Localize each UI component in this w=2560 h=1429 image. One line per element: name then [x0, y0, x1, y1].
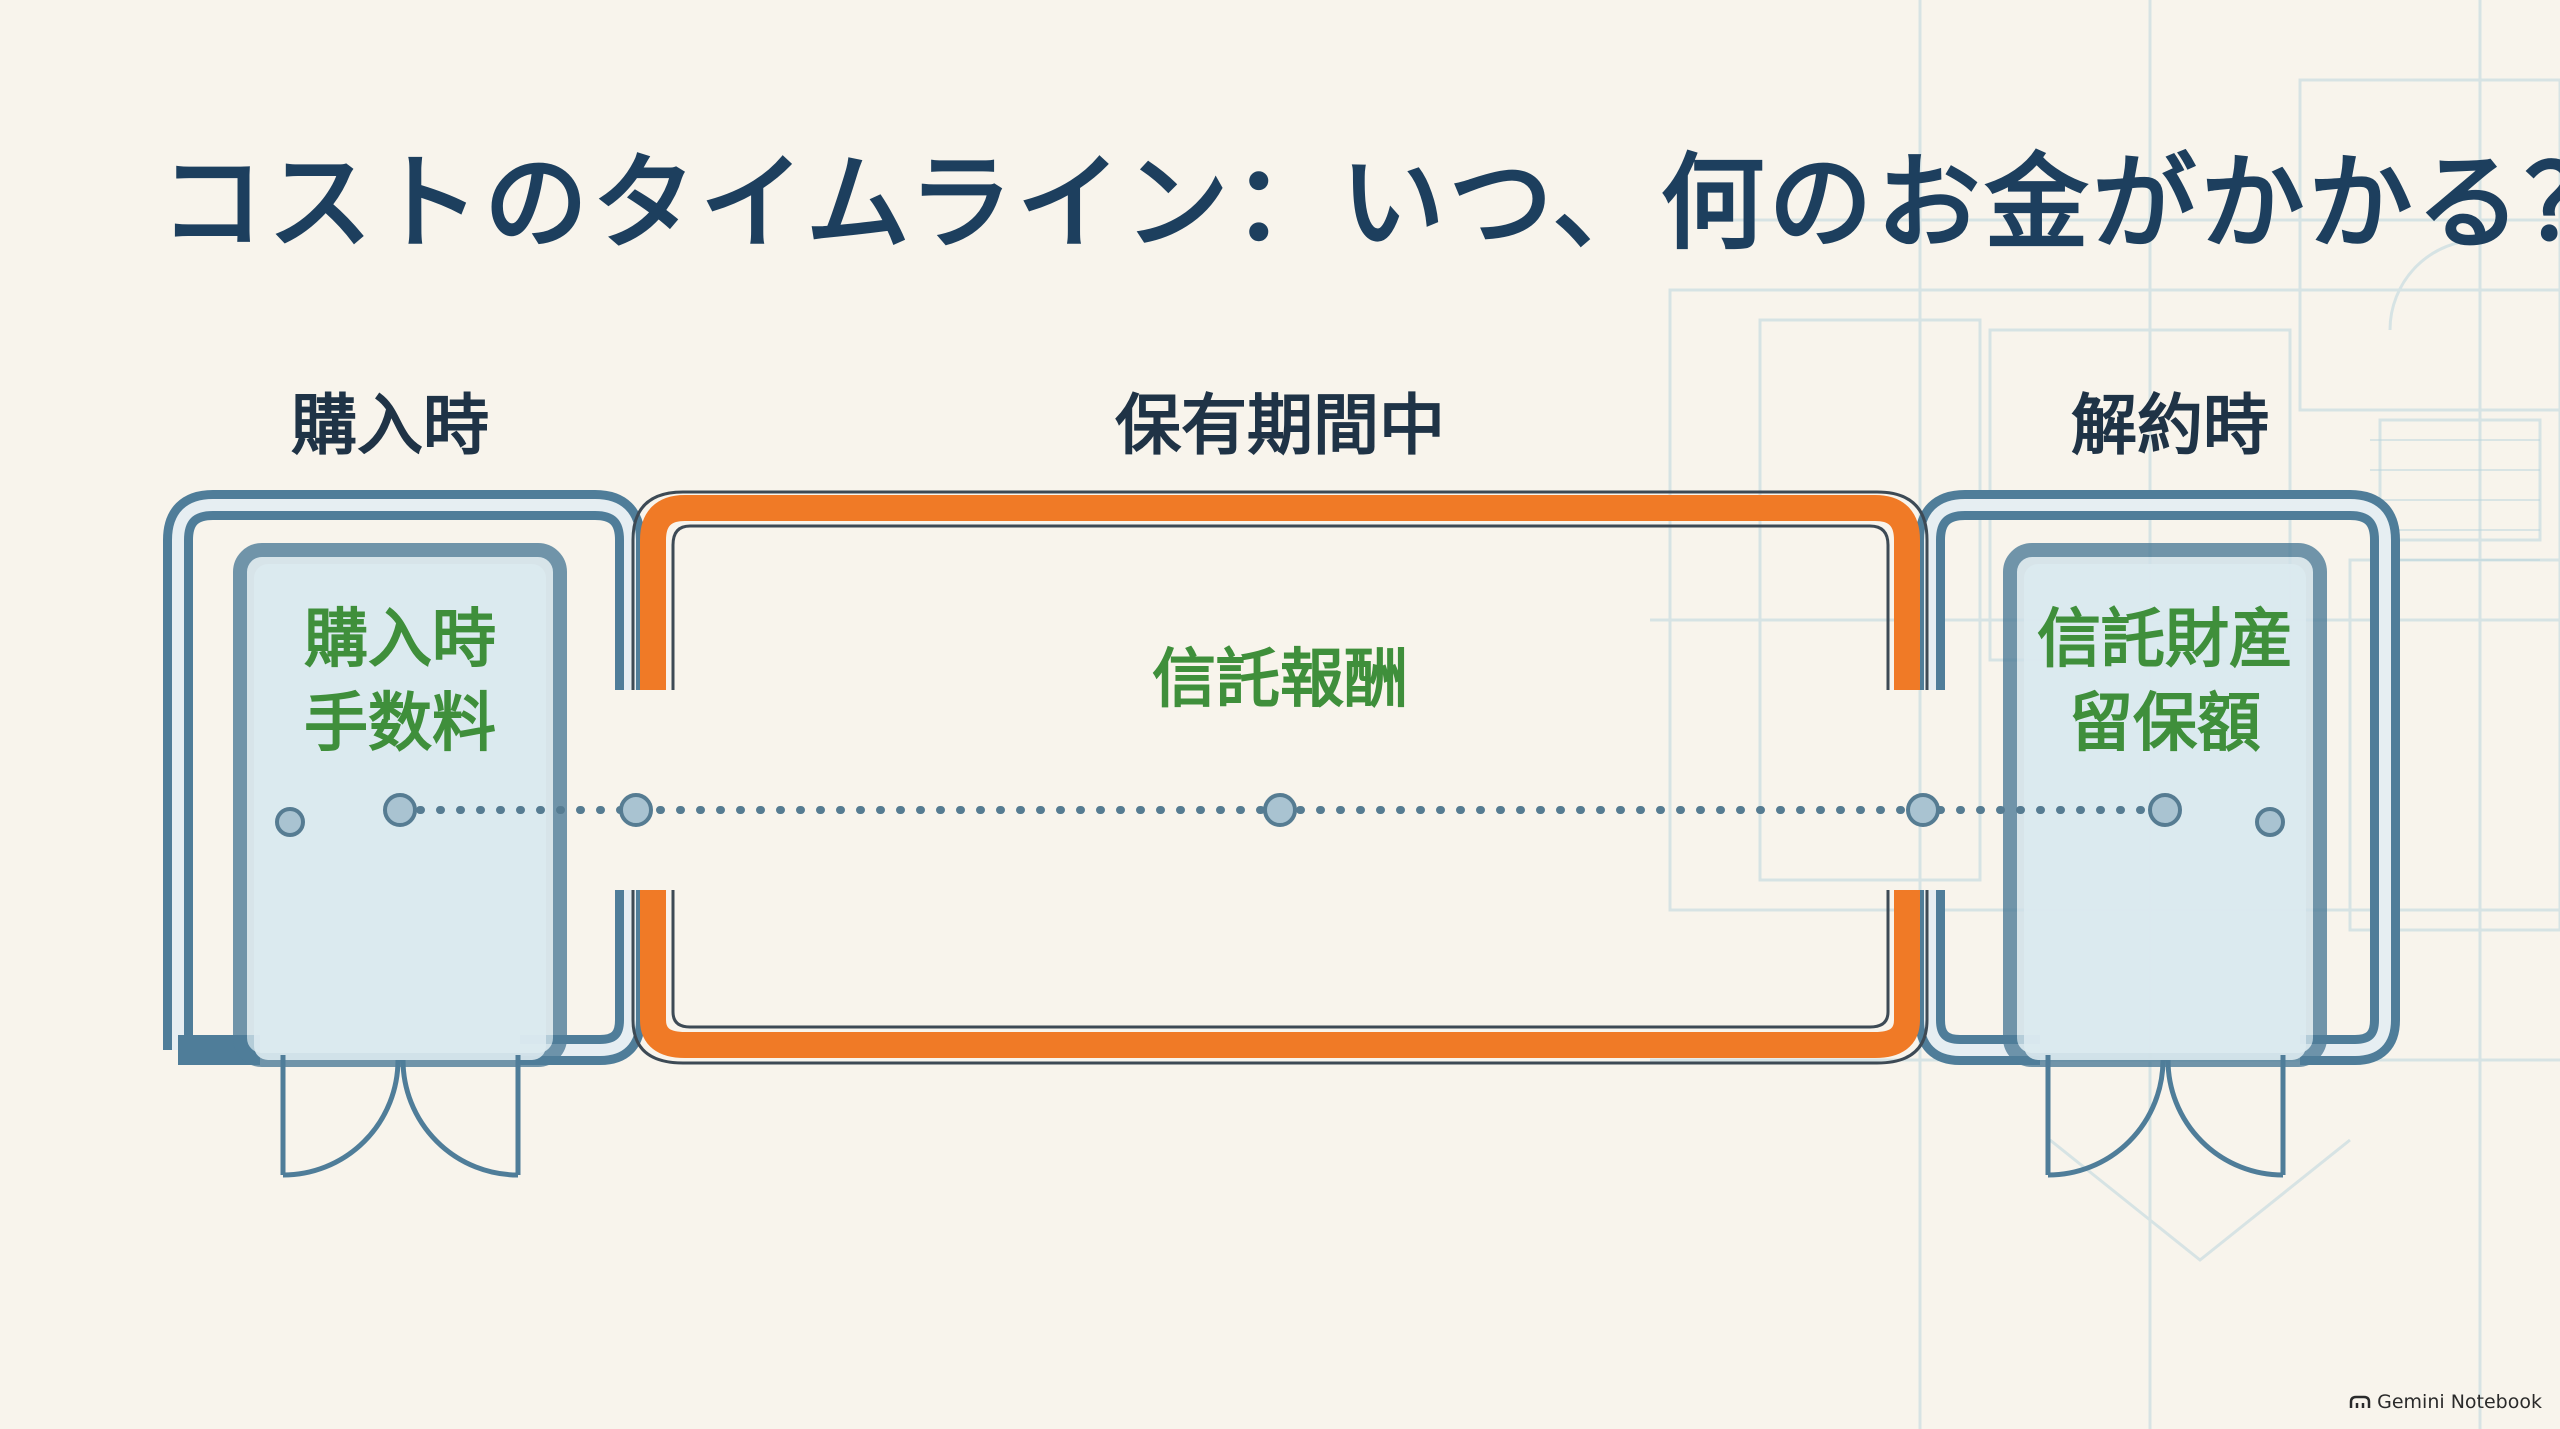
page-title: コストのタイムライン：いつ、何のお金がかかる？ — [160, 142, 2560, 264]
timeline-node-icon — [383, 793, 417, 827]
timeline-node-icon — [619, 793, 653, 827]
phase-label-purchase: 購入時 — [291, 387, 489, 464]
timeline — [275, 793, 2285, 837]
notebook-logo-icon — [2349, 1395, 2371, 1408]
cost-purchase-fee: 購入時 手数料 — [260, 598, 540, 766]
cost-retention-line1: 信託財産 — [2037, 603, 2293, 677]
redemption-door-room — [1915, 490, 2400, 1178]
timeline-node-icon — [2255, 807, 2285, 837]
brand-watermark: Gemini Notebook — [2349, 1391, 2542, 1413]
holding-corridor — [631, 490, 1929, 1065]
cost-purchase-fee-line2: 手数料 — [304, 687, 496, 761]
phase-label-holding: 保有期間中 — [1115, 387, 1445, 464]
cost-trust-fee: 信託報酬 — [1152, 643, 1408, 717]
timeline-node-icon — [2148, 793, 2182, 827]
door-swing-icon — [2045, 1055, 2286, 1178]
phase-label-redemption: 解約時 — [2071, 387, 2269, 464]
door-swing-icon — [280, 1055, 521, 1178]
timeline-node-icon — [1263, 793, 1297, 827]
cost-retention-line2: 留保額 — [2069, 687, 2261, 761]
brand-label: Gemini Notebook — [2377, 1391, 2542, 1413]
timeline-node-icon — [1906, 793, 1940, 827]
cost-retention: 信託財産 留保額 — [2010, 598, 2320, 766]
timeline-node-icon — [275, 807, 305, 837]
cost-purchase-fee-line1: 購入時 — [304, 603, 496, 677]
